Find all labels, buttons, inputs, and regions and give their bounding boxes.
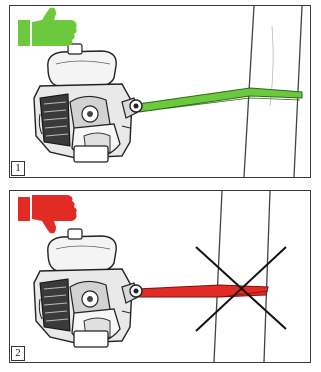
panel-incorrect-illustration <box>10 191 310 362</box>
thumbs-down-icon <box>18 195 77 233</box>
thumbs-up-icon <box>18 8 77 46</box>
strap-correct <box>138 88 302 112</box>
panel-number: 1 <box>11 161 25 176</box>
panel-number: 2 <box>11 346 25 361</box>
panel-incorrect: 2 <box>9 190 311 363</box>
panel-correct-illustration <box>10 6 310 177</box>
panel-correct: 1 <box>9 5 311 178</box>
tree-trunk <box>214 191 222 362</box>
